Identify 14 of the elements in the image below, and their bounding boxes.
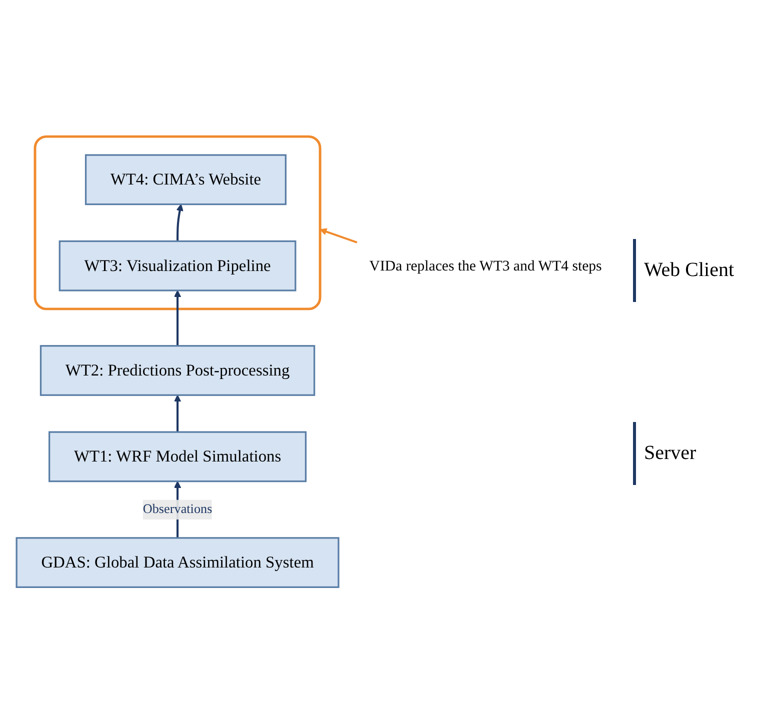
- node-box: WT2: Predictions Post-processing: [40, 345, 316, 396]
- cluster: [34, 135, 322, 310]
- arrow: [320, 228, 358, 244]
- node-box: WT4: CIMA’s Website: [84, 154, 287, 206]
- node-box: WT3: Visualization Pipeline: [58, 240, 296, 292]
- node-text: VIDa replaces the WT3 and WT4 steps: [369, 257, 602, 274]
- node-box: WT1: WRF Model Simulations: [48, 431, 307, 482]
- edge-label: Observations: [142, 502, 212, 516]
- node-box: GDAS: Global Data Assimilation System: [16, 537, 340, 588]
- bracket-label: Web Client: [633, 239, 763, 302]
- arrow: [174, 394, 182, 432]
- arrow: [174, 290, 182, 346]
- arrow: [176, 204, 184, 242]
- bracket-label: Server: [633, 422, 763, 485]
